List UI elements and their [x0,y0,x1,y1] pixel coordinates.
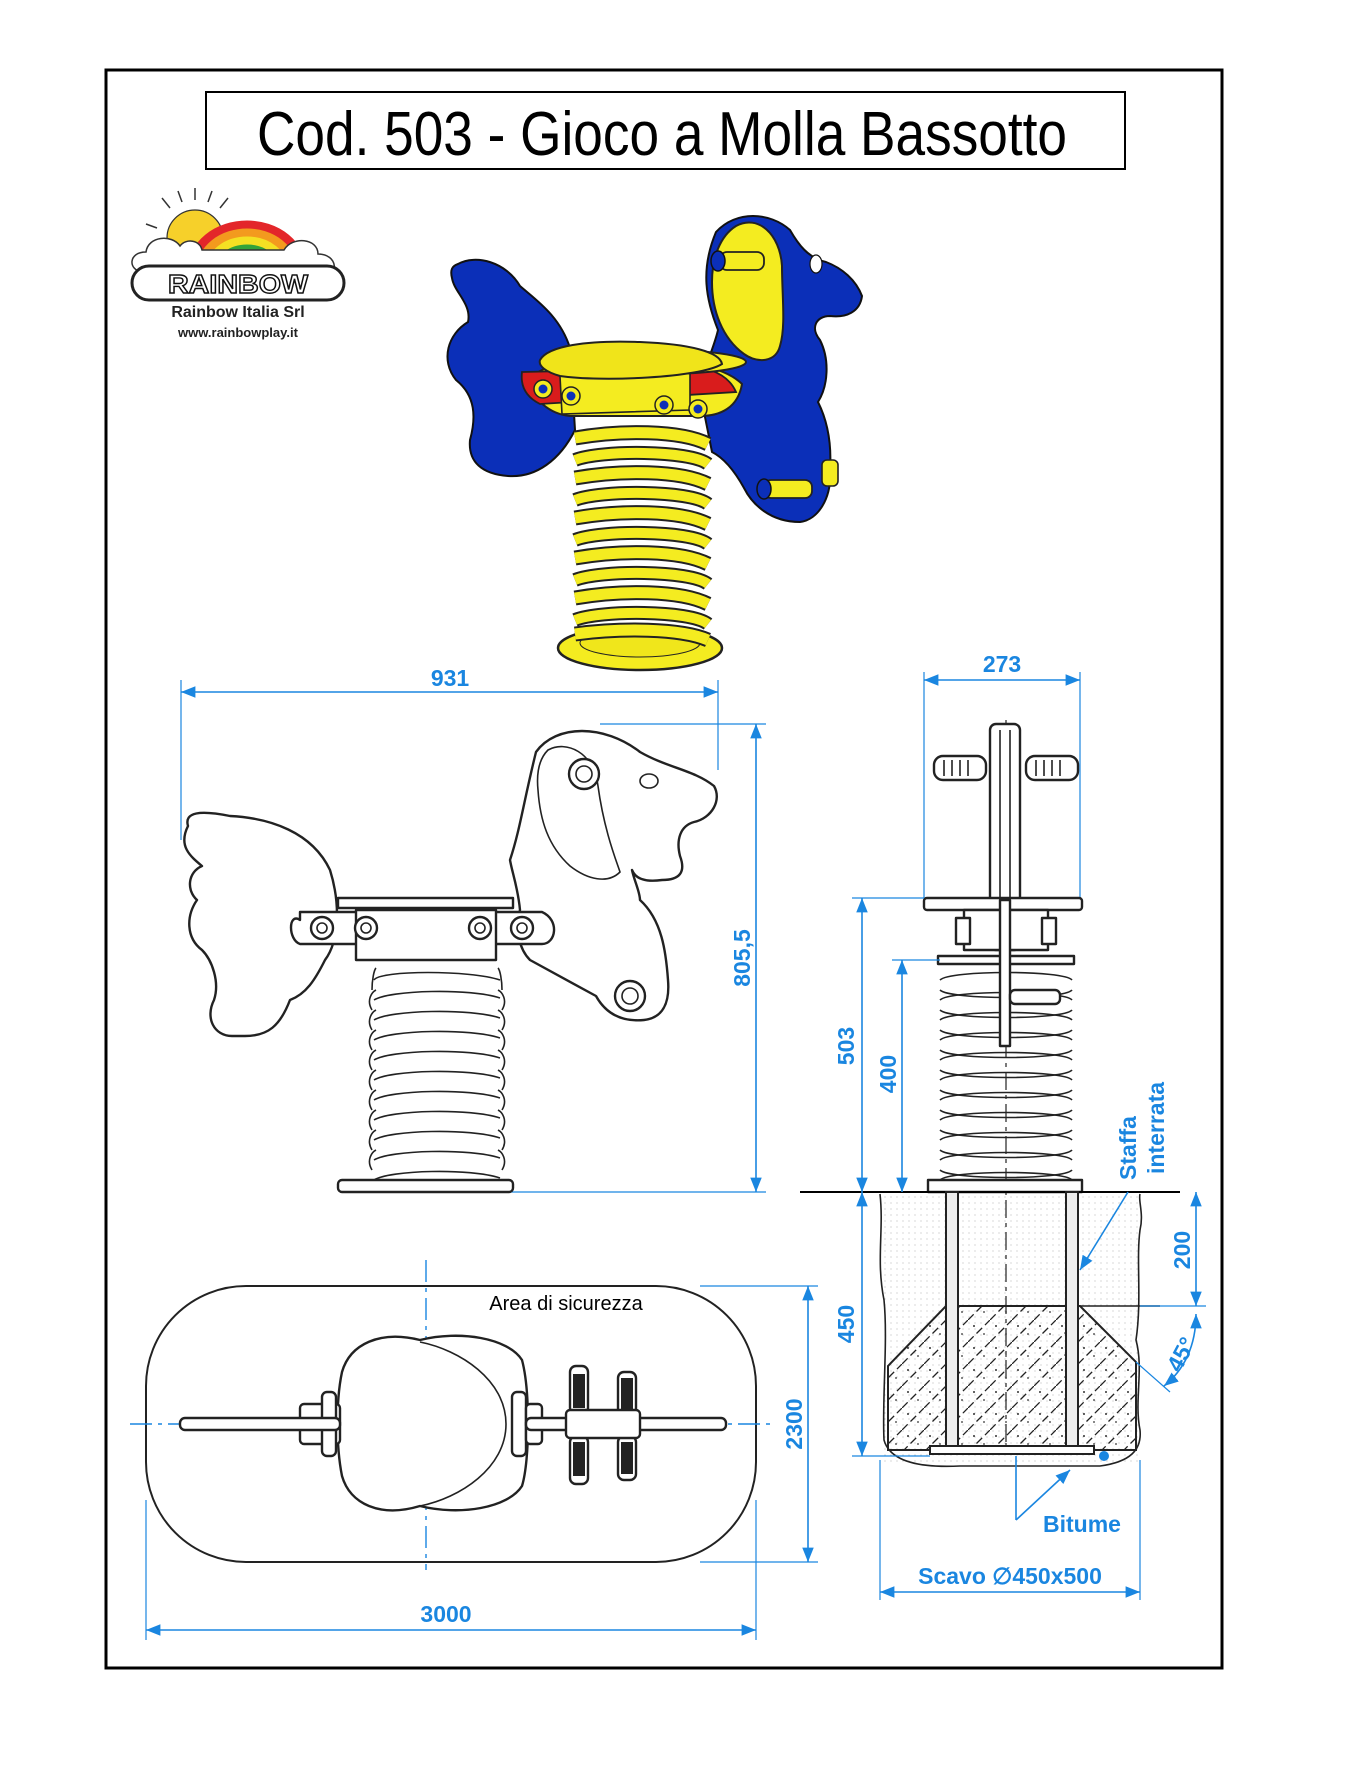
side-seat [336,896,515,910]
dog-eye [809,254,823,274]
foot-peg [756,459,839,500]
staffa-label-1: Staffa [1115,1116,1141,1180]
tail-outline [183,811,339,1038]
front-base [926,1178,1084,1194]
company-website: www.rainbowplay.it [177,325,299,340]
plan-length-dim: 3000 [420,1601,471,1627]
spring-height-dim: 400 [875,1055,901,1093]
plan-width-dim: 2300 [781,1398,807,1449]
side-width-dim: 931 [431,665,470,691]
front-height-dim: 503 [833,1027,859,1065]
angle-arc [1163,1313,1202,1387]
side-height-dim: 805,5 [729,929,755,987]
side-bolts [309,915,535,941]
company-name: Rainbow Italia Srl [171,304,304,321]
spring-coil-render [572,425,713,648]
foot-peg-side [613,979,647,1013]
tail-panel [446,258,577,478]
side-base [336,1178,515,1194]
front-width-dim: 273 [983,651,1021,677]
angle-dim: 45° [1161,1333,1200,1376]
seat-assembly [520,340,747,419]
safety-area-label: Area di sicurezza [489,1293,643,1315]
rainbow-logo: RAINBOW Rainbow Italia Srl www.rainbowpl… [130,188,346,340]
side-spring [368,967,506,1181]
front-handles [932,754,1080,782]
plan-seat [336,1334,530,1512]
bracket-depth-dim: 200 [1169,1231,1195,1269]
concrete-block [887,1305,1137,1451]
title-box [205,91,1126,170]
side-view: 931 805,5 [180,665,766,1194]
staffa-label-2: interrata [1143,1082,1169,1174]
head-handle-side [567,757,601,791]
brand-name: RAINBOW [168,269,309,299]
dog-outline [508,729,718,1022]
front-spring [936,898,1076,1181]
bitume-label: Bitume [1043,1511,1121,1537]
bitumen-dot [1099,1451,1109,1461]
sheet-border [104,68,1224,1670]
depth-total-dim: 450 [833,1305,859,1343]
seat-top [538,340,724,380]
eye-outline [639,773,659,789]
plan-view: Area di sicurezza 3000 [130,1260,818,1640]
plan-handles [564,1364,642,1486]
spring-rider-render [446,215,864,672]
buried-brackets [929,1191,1095,1455]
top-handle [710,250,765,272]
title: Cod. 503 - Gioco a Molla Bassotto [257,100,1067,169]
plan-tail-bar [178,1416,342,1432]
front-view: 273 [800,651,1206,1600]
brand-badge [130,264,346,302]
excavation-outline [879,1193,1143,1468]
scavo-label: Scavo ∅450x500 [918,1563,1102,1589]
